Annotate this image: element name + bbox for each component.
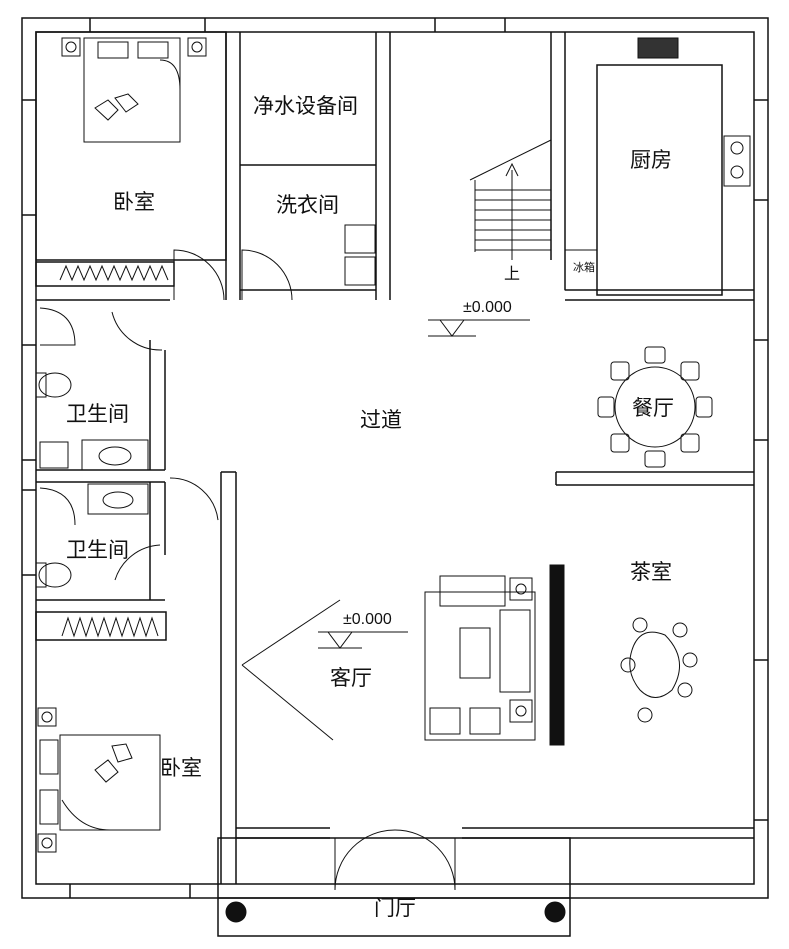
room-label-kitchen: 厨房 xyxy=(630,148,672,172)
room-label-dining: 餐厅 xyxy=(632,396,674,420)
room-label-water-equipment: 净水设备间 xyxy=(253,94,358,118)
fridge-label: 冰箱 xyxy=(573,261,595,274)
doors xyxy=(111,249,456,891)
room-label-bedroom-bottom: 卧室 xyxy=(160,756,202,780)
room-label-laundry: 洗衣间 xyxy=(276,193,339,217)
room-label-foyer: 门厅 xyxy=(374,896,416,920)
walls xyxy=(21,17,769,937)
level-marks xyxy=(241,319,530,741)
room-label-bathroom-1: 卫生间 xyxy=(66,402,129,426)
furniture xyxy=(35,37,751,923)
room-label-living: 客厅 xyxy=(330,666,372,690)
staircase xyxy=(469,139,552,260)
room-label-corridor: 过道 xyxy=(360,408,402,432)
room-label-tea-room: 茶室 xyxy=(630,560,672,584)
level-lower: ±0.000 xyxy=(343,611,392,628)
room-label-bedroom-top: 卧室 xyxy=(113,190,155,214)
level-upper: ±0.000 xyxy=(463,299,512,316)
stairs-up-label: 上 xyxy=(504,264,521,283)
room-label-bathroom-2: 卫生间 xyxy=(66,538,129,562)
